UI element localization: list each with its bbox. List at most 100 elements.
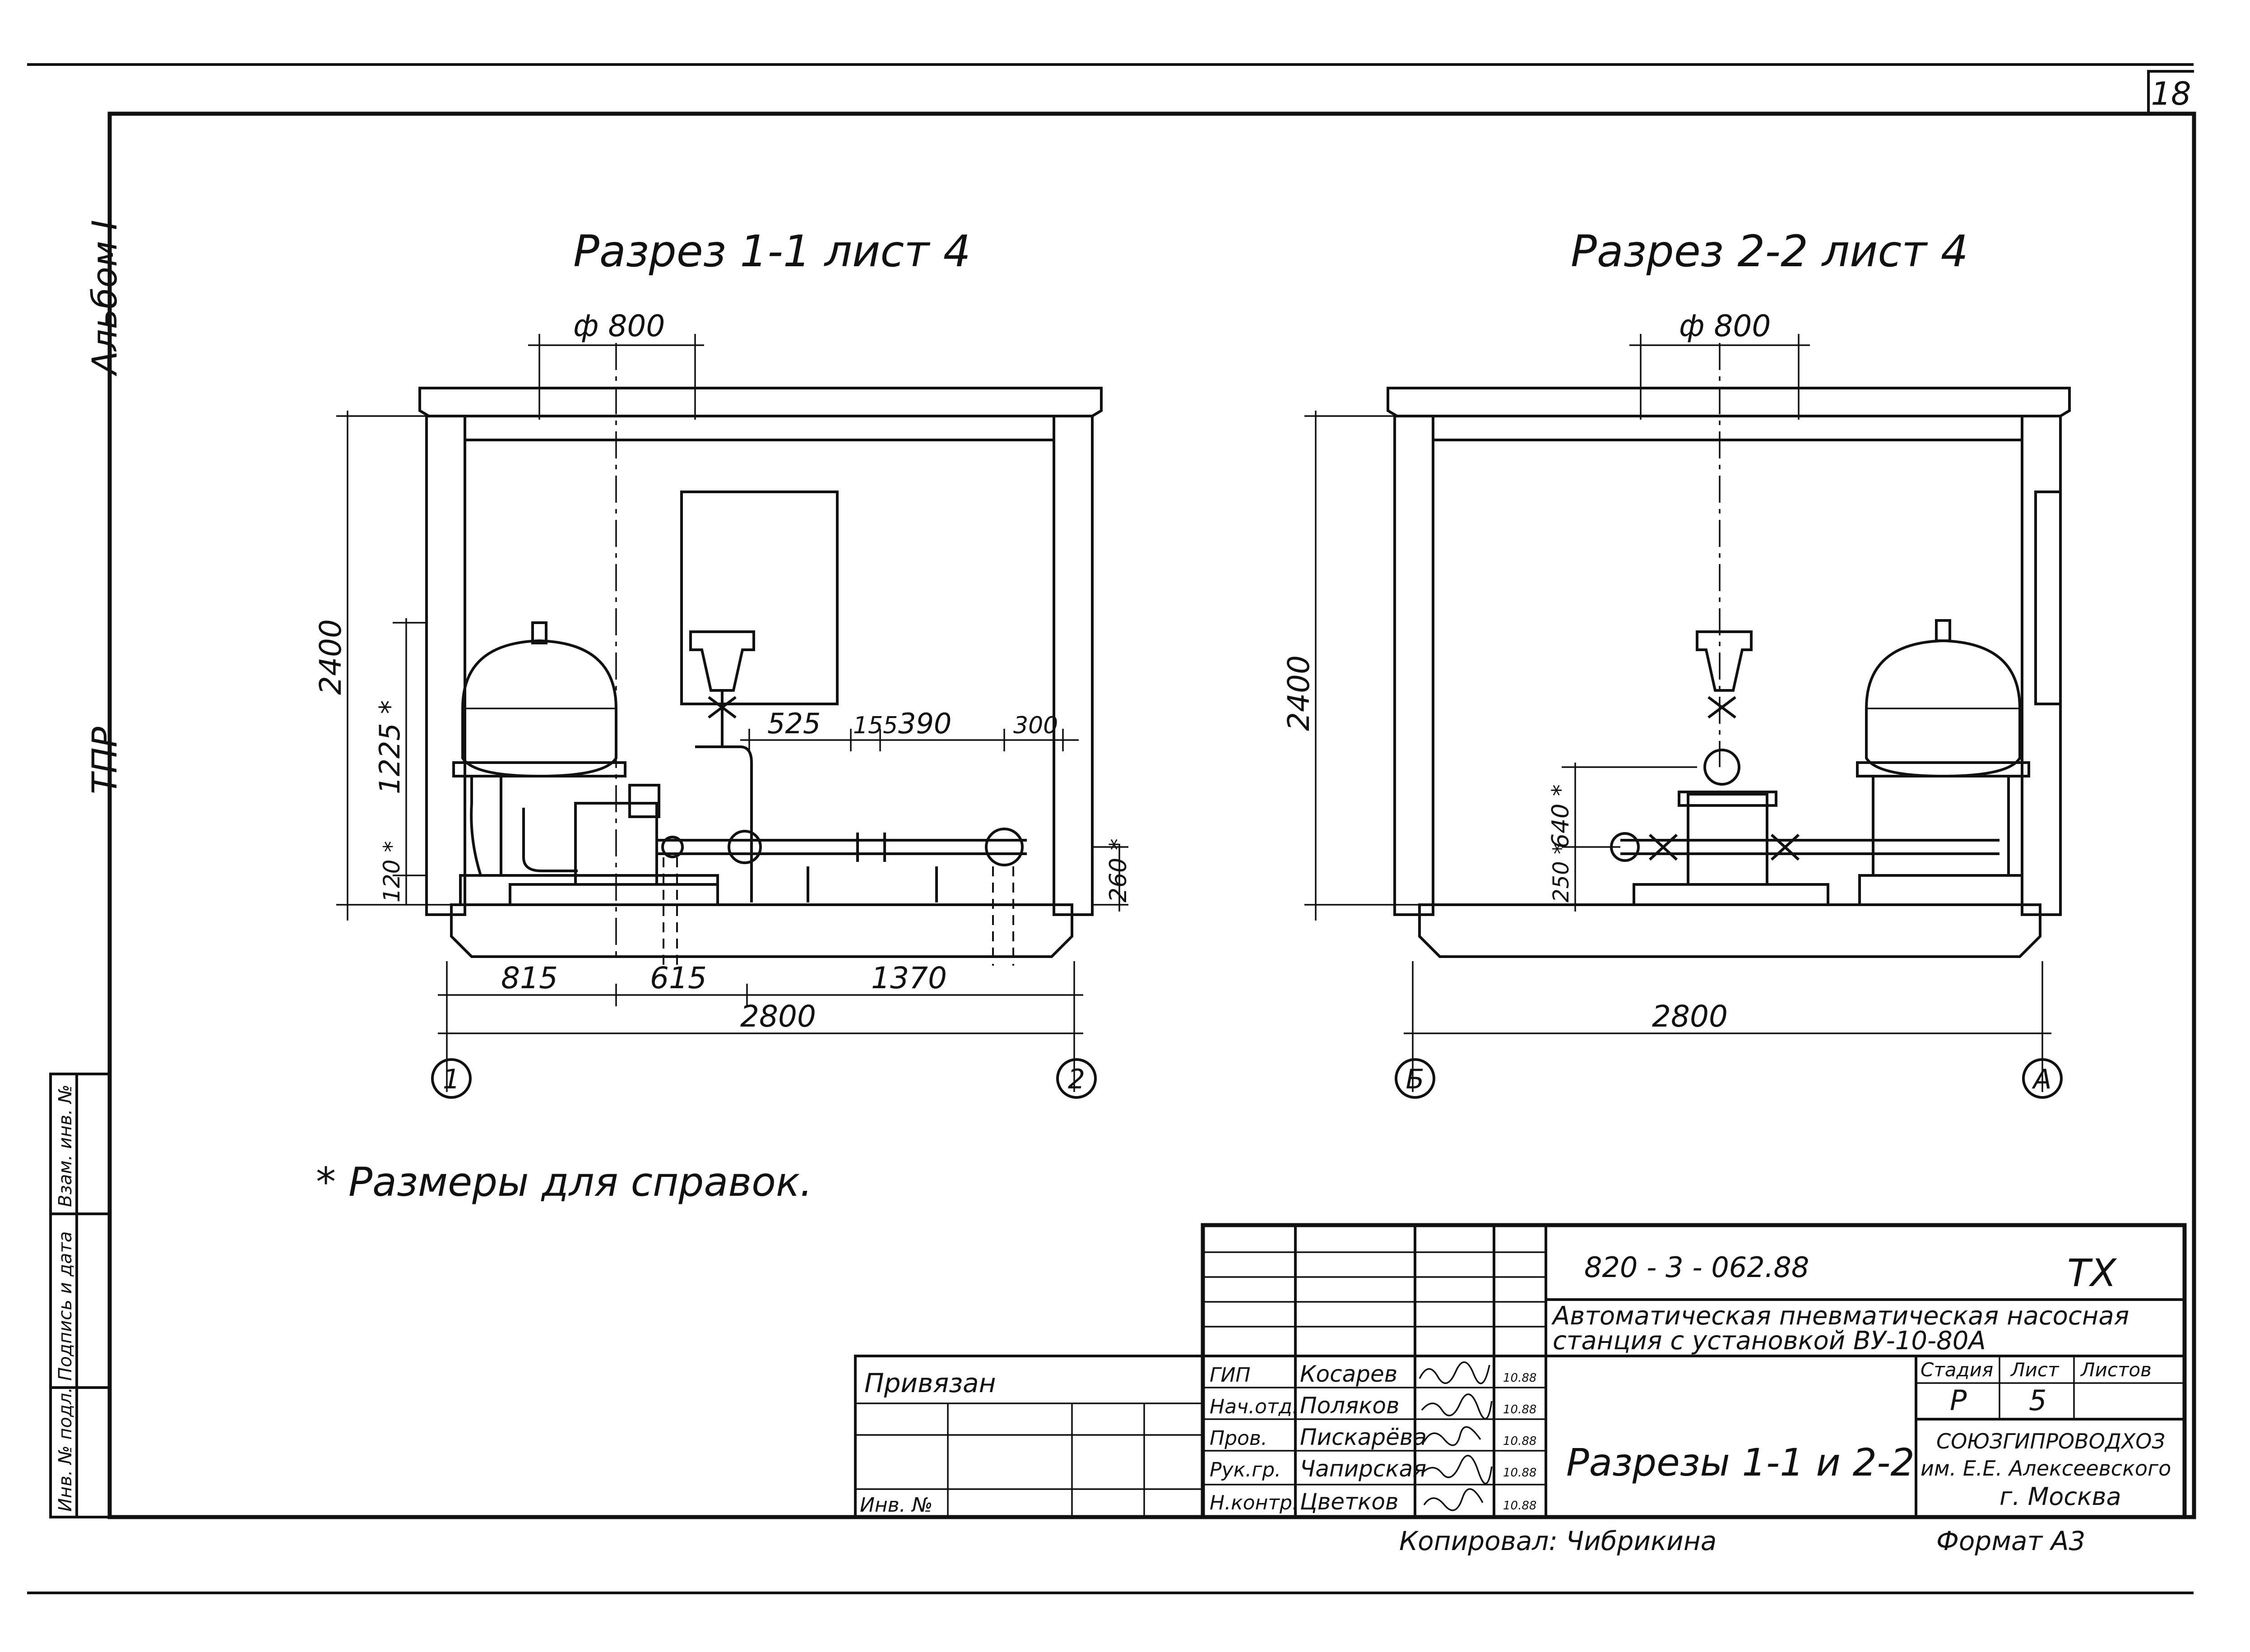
section-1-base xyxy=(450,903,1073,958)
tb-sig-role-1: ГИП xyxy=(1210,1364,1251,1387)
section-1-dim-height: 2400 xyxy=(313,619,348,695)
section-1-dim-525: 525 xyxy=(767,707,821,740)
section-2-axis-b-circle xyxy=(1395,1058,1435,1099)
copied-by-label: Копировал: Чибрикина xyxy=(1399,1526,1716,1556)
tb-sheet-header: Лист xyxy=(2010,1359,2060,1381)
section-1-left-wall xyxy=(425,415,466,916)
tb-sig-role-2: Нач.отд. xyxy=(1210,1395,1299,1418)
stamp-column xyxy=(49,1073,111,1518)
tb-sig-name-5: Цветков xyxy=(1300,1489,1398,1515)
section-1-dim-815: 815 xyxy=(501,961,558,995)
tb-sheets-header: Листов xyxy=(2080,1359,2152,1381)
section-1-dim-120: 120 * xyxy=(379,841,405,902)
tb-sheet-value: 5 xyxy=(2029,1384,2046,1417)
section-1-dim-390: 390 xyxy=(898,707,951,740)
tb-sheet-title: Разрезы 1-1 и 2-2 xyxy=(1566,1440,1915,1485)
tb-org-line-3: г. Москва xyxy=(1999,1482,2121,1511)
stamp-replace-label: Взам. инв. № xyxy=(55,1084,76,1207)
tb-sig-role-5: Н.контр. xyxy=(1210,1491,1299,1514)
reference-note: * Размеры для справок. xyxy=(316,1159,812,1205)
section-2-left-wall xyxy=(1393,415,1434,916)
section-1-tank xyxy=(461,639,617,778)
tb-stage-header: Стадия xyxy=(1921,1359,1993,1381)
section-1-dim-1225: 1225 * xyxy=(373,700,406,795)
section-2-base xyxy=(1418,903,2041,958)
tb-sig-name-4: Чапирская xyxy=(1300,1456,1426,1482)
tb-signature-scribble-3 xyxy=(1423,1426,1481,1446)
section-2-roof xyxy=(1387,387,2071,417)
section-2-tank-support xyxy=(1872,775,2010,877)
section-1-pump-frame xyxy=(459,874,719,906)
tb-sig-date-5: 10.88 xyxy=(1503,1499,1536,1513)
section-1-dim-260: 260 * xyxy=(1105,838,1132,902)
section-1-title: Разрез 1-1 лист 4 xyxy=(573,226,971,277)
section-2-tank-plinth xyxy=(1858,874,2023,906)
tb-sig-name-2: Поляков xyxy=(1300,1393,1399,1419)
section-1-pipe-riser xyxy=(695,745,753,902)
tb-sig-name-1: Косарев xyxy=(1300,1361,1397,1387)
sheet-number-box xyxy=(2147,70,2194,114)
section-1-pump-plinth xyxy=(509,883,719,906)
tb-sig-role-3: Пров. xyxy=(1210,1427,1267,1450)
section-1-dim-155: 155 xyxy=(853,712,898,739)
tb-inv-label: Инв. № xyxy=(860,1494,932,1517)
section-2-filter xyxy=(1696,630,1753,692)
tb-org-line-2: им. Е.Е. Алексеевского xyxy=(1921,1456,2171,1481)
section-2-dim-250: 250 * xyxy=(1549,843,1574,902)
section-1-pump-motor xyxy=(628,784,660,818)
tb-signature-scribble-1 xyxy=(1419,1361,1490,1384)
section-1-tank-valve xyxy=(531,621,547,644)
format-label: Формат А3 xyxy=(1936,1526,2085,1556)
section-1-valve-2 xyxy=(728,830,762,864)
sheet-number: 18 xyxy=(2151,75,2191,112)
section-2-valve-right xyxy=(1770,833,1800,861)
section-2-valve-left xyxy=(1648,833,1678,861)
tb-org-line-1: СОЮЗГИПРОВОДХОЗ xyxy=(1936,1429,2165,1453)
section-1-dim-615: 615 xyxy=(650,961,707,995)
section-1-filter xyxy=(689,630,755,692)
stamp-inv-label: Инв. № подл. xyxy=(55,1387,76,1512)
tb-bound-label: Привязан xyxy=(864,1368,996,1398)
section-2-axis-a: А xyxy=(2031,1064,2051,1095)
section-2-drawing: Разрез 2-2 лист 4 ф 800 xyxy=(1281,226,2071,1099)
section-1-axis-2-circle xyxy=(1056,1058,1097,1099)
section-2-axis-a-circle xyxy=(2022,1058,2063,1099)
title-block-binding xyxy=(854,1355,1204,1518)
tb-description-line-2: станция с установкой ВУ-10-80А xyxy=(1553,1326,1986,1356)
section-2-dim-height: 2400 xyxy=(1281,655,1316,731)
tb-signature-scribble-5 xyxy=(1423,1488,1484,1511)
section-1-pipe-vertical xyxy=(522,808,578,872)
section-1-axis-1-circle xyxy=(431,1058,472,1099)
tb-sig-date-3: 10.88 xyxy=(1503,1435,1536,1448)
section-1-tank-flange xyxy=(452,761,626,777)
tb-sig-date-4: 10.88 xyxy=(1503,1466,1536,1480)
section-2-pump-cap xyxy=(1678,791,1777,807)
section-1-tank-support xyxy=(470,775,502,877)
section-2-tank xyxy=(1865,639,2021,778)
section-1-dim-1370: 1370 xyxy=(871,961,947,995)
section-2-dim-total: 2800 xyxy=(1652,999,1728,1034)
section-1-axis-2: 2 xyxy=(1068,1064,1085,1095)
section-2-filter-valve xyxy=(1707,696,1736,719)
tb-doc-suffix: ТХ xyxy=(2067,1251,2117,1295)
tb-signature-scribble-2 xyxy=(1421,1393,1493,1420)
tb-description-line-1: Автоматическая пневматическая насосная xyxy=(1551,1301,2129,1331)
section-1-cabinet xyxy=(680,491,839,705)
section-2-title: Разрез 2-2 лист 4 xyxy=(1571,226,1968,277)
tb-sig-date-1: 10.88 xyxy=(1503,1371,1536,1385)
stamp-sign-label: Подпись и дата xyxy=(55,1231,76,1381)
tb-sig-role-4: Рук.гр. xyxy=(1210,1458,1281,1481)
tb-stage-value: Р xyxy=(1950,1384,1967,1417)
section-2-pump-plinth xyxy=(1633,883,1829,906)
section-1-roof xyxy=(418,387,1103,417)
section-1-dim-total: 2800 xyxy=(740,999,816,1034)
section-1-axis-1: 1 xyxy=(443,1064,460,1095)
tb-sig-name-3: Пискарёва xyxy=(1300,1424,1427,1450)
tpr-label: ТПР xyxy=(84,727,125,794)
section-2-axis-b: Б xyxy=(1406,1064,1424,1095)
tb-doc-code: 820 - 3 - 062.88 xyxy=(1584,1251,1809,1284)
tb-sig-date-2: 10.88 xyxy=(1503,1403,1536,1416)
section-1-dim-300: 300 xyxy=(1013,712,1058,739)
section-1-valve-3 xyxy=(985,828,1024,866)
